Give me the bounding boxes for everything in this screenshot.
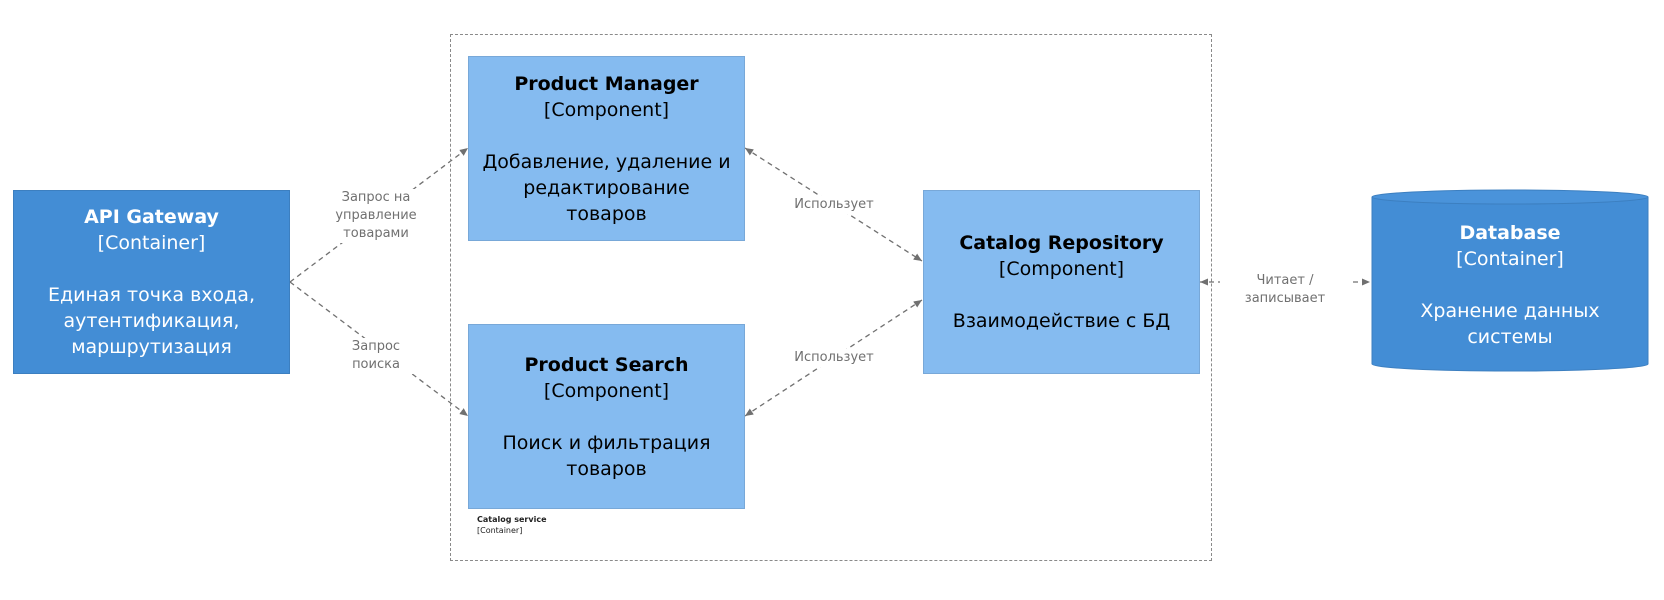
catalog-service-boundary [450, 34, 1212, 561]
edge-manager-to-repo [744, 147, 923, 262]
edge-label-search-to-repo: Использует [794, 349, 874, 367]
database-cylinder-body [1371, 197, 1649, 372]
node-type: [Component] [543, 379, 670, 402]
node-description: Добавление, удаление и редактирование то… [482, 150, 731, 225]
node-title: Catalog Repository [959, 232, 1164, 254]
node-description: Единая точка входа, аутентификация, марш… [48, 284, 255, 358]
node-description: Поиск и фильтрация товаров [502, 431, 711, 480]
edge-label-manager-to-repo: Использует [794, 196, 874, 214]
database-cylinder-top [1371, 189, 1649, 205]
catalog-repository-node[interactable]: Catalog Repository [Component] Взаимодей… [923, 190, 1200, 374]
node-title: Product Search [524, 353, 689, 376]
api-gateway-node[interactable]: API Gateway [Container] Единая точка вхо… [13, 190, 290, 374]
node-title: API Gateway [84, 206, 219, 228]
boundary-type: [Container] [477, 526, 523, 535]
product-manager-node[interactable]: Product Manager [Component] Добавление, … [468, 56, 745, 241]
edge-label-repo-to-db: Читает / записывает [1220, 272, 1350, 308]
node-type: [Component] [998, 258, 1125, 280]
node-type: [Container] [97, 232, 206, 254]
node-title: Product Manager [514, 72, 699, 95]
node-description: Хранение данных системы [1420, 300, 1600, 348]
node-title: Database [1459, 222, 1561, 244]
database-node[interactable] [1370, 188, 1650, 374]
edge-label-gateway-to-search: Запрос поиска [326, 338, 426, 374]
boundary-title: Catalog service [477, 515, 547, 524]
node-description: Взаимодействие с БД [952, 310, 1171, 332]
boundary-label: Catalog service [Container] [477, 514, 547, 536]
database-text: Database [Container] Хранение данных сис… [1372, 210, 1648, 360]
node-type: [Component] [543, 98, 670, 121]
edge-label-gateway-to-manager: Запрос на управление товарами [330, 189, 422, 243]
node-type: [Container] [1456, 248, 1564, 270]
product-search-node[interactable]: Product Search [Component] Поиск и фильт… [468, 324, 745, 509]
